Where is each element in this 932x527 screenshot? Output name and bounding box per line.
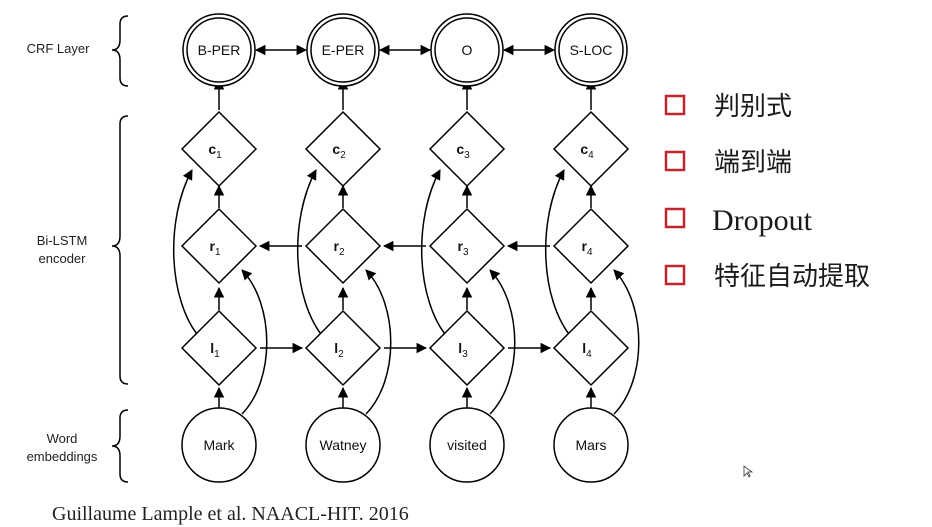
c-node-3: c3 [428,110,506,188]
r-node-4: r4 [552,207,630,285]
c-node-2: c2 [304,110,382,188]
checkbox-icon [664,150,686,172]
svg-text:l2: l2 [334,340,344,360]
l-node-2: l2 [304,309,382,387]
svg-text:l3: l3 [458,340,468,360]
svg-text:S-LOC: S-LOC [570,42,613,58]
c-node-1: c1 [180,110,258,188]
svg-text:visited: visited [447,437,487,453]
svg-text:判别式: 判别式 [714,92,792,122]
column-4 [544,78,640,415]
checkbox-icon [664,94,686,116]
checkbox-icon [664,264,686,286]
tag-node-1: B-PER [182,13,256,87]
tag-node-4: S-LOC [554,13,628,87]
bullet-1: 判别式 [664,92,792,122]
crf-brace [111,15,129,87]
bilstm-brace [111,115,129,385]
svg-text:B-PER: B-PER [198,42,241,58]
l-node-3: l3 [428,309,506,387]
bilstm-label-line1: Bi-LSTM [37,233,88,248]
word-node-4: Mars [553,407,629,483]
svg-text:c3: c3 [456,141,470,161]
crf-layer-label: CRF Layer [27,41,91,56]
c-node-4: c4 [552,110,630,188]
svg-text:r1: r1 [209,238,220,258]
svg-text:E-PER: E-PER [322,42,365,58]
tag-node-2: E-PER [306,13,380,87]
bullet-4: 特征自动提取 [664,262,870,292]
svg-text:c1: c1 [208,141,222,161]
svg-text:O: O [462,42,473,58]
bilstm-label-line2: encoder [39,251,87,266]
svg-text:r3: r3 [457,238,468,258]
word-node-1: Mark [181,407,257,483]
bullet-3: Dropout [664,204,813,237]
word-label-line2: embeddings [27,449,98,464]
svg-text:Watney: Watney [320,437,367,453]
svg-text:Mark: Mark [203,437,235,453]
column-3 [420,78,516,415]
svg-text:Mars: Mars [575,437,606,453]
svg-text:r2: r2 [333,238,344,258]
column-2 [296,78,392,415]
svg-text:l1: l1 [210,340,220,360]
svg-text:r4: r4 [581,238,592,258]
checkbox-icon [664,207,686,229]
mouse-cursor-icon [743,465,754,478]
svg-text:端到端: 端到端 [714,148,792,178]
svg-text:c4: c4 [580,141,594,161]
word-label-line1: Word [47,431,78,446]
l-node-1: l1 [180,309,258,387]
l-node-4: l4 [552,309,630,387]
citation: Guillaume Lample et al. NAACL-HIT. 2016 [52,503,409,525]
svg-text:特征自动提取: 特征自动提取 [714,262,870,292]
r-node-1: r1 [180,207,258,285]
tag-node-3: O [430,13,504,87]
word-brace [111,409,129,483]
svg-text:c2: c2 [332,141,346,161]
r-node-2: r2 [304,207,382,285]
svg-text:Dropout: Dropout [712,204,813,237]
svg-text:l4: l4 [582,340,592,360]
bullet-2: 端到端 [664,148,792,178]
r-node-3: r3 [428,207,506,285]
word-node-2: Watney [305,407,381,483]
word-node-3: visited [429,407,505,483]
